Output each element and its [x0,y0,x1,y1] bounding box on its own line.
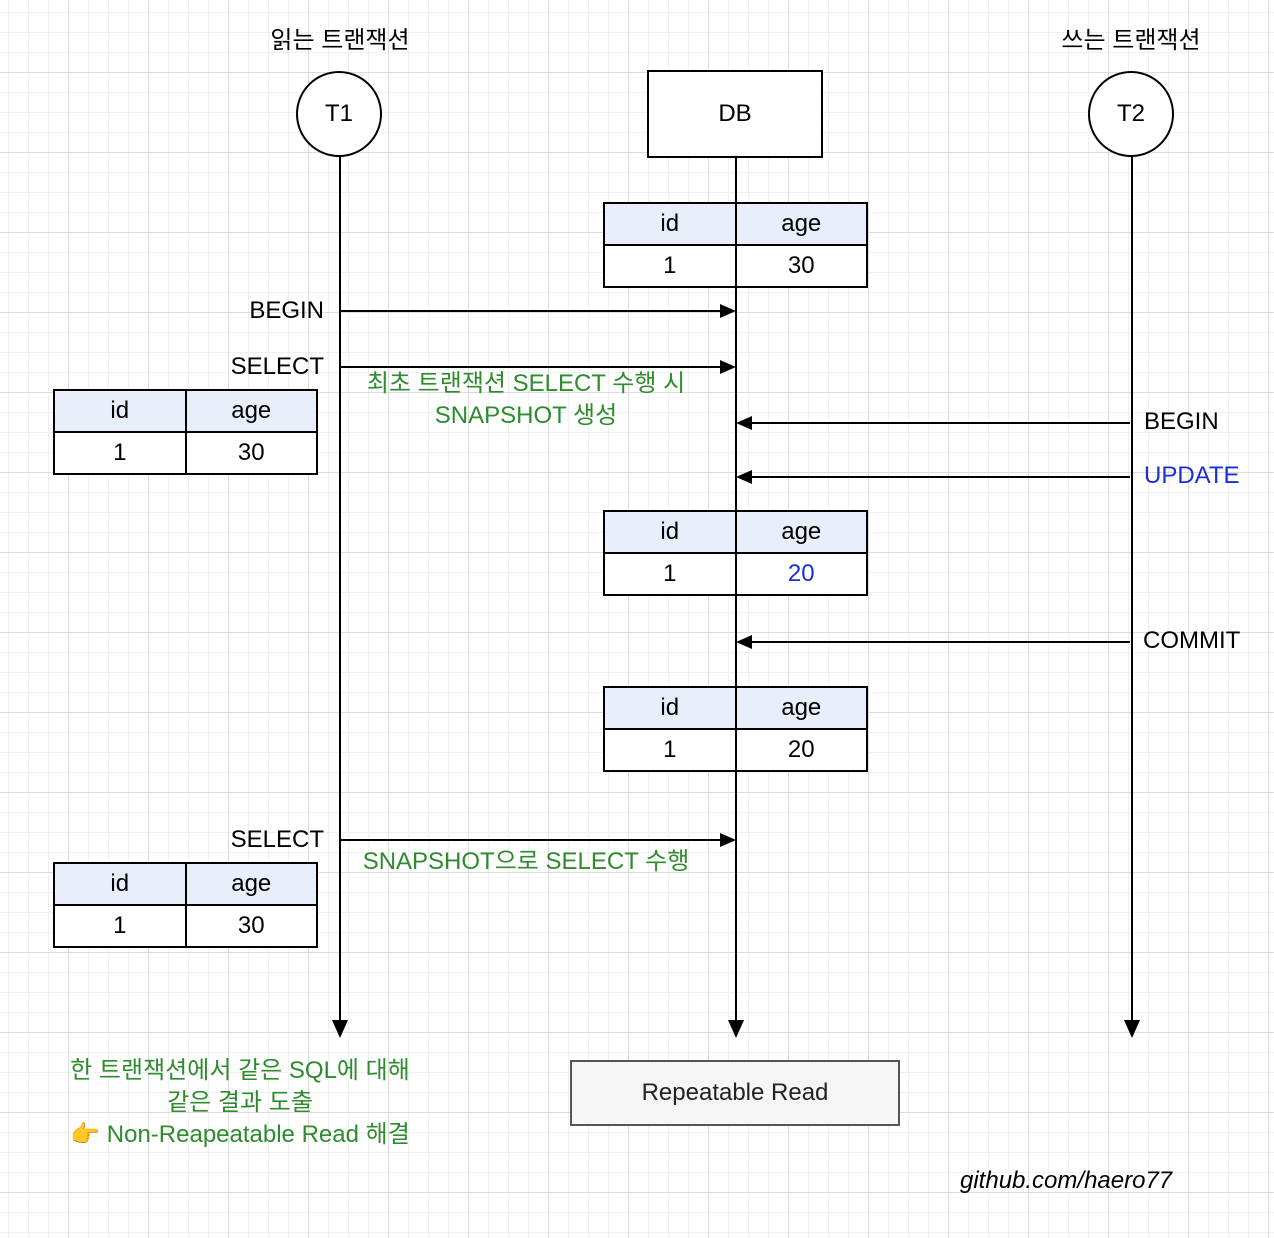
db-node-label: DB [718,100,752,127]
isolation-level-box: Repeatable Read [570,1060,900,1126]
t1-begin-arrow [340,310,721,312]
t1-begin-arrowhead [720,304,736,318]
db-after-commit-age: 20 [734,728,868,772]
t1-result2-age: 30 [184,904,318,948]
db-after-update-header-age: age [734,510,868,554]
t1-node: T1 [296,71,382,157]
t1-lifeline [339,156,341,1026]
conclusion-note: 한 트랜잭션에서 같은 SQL에 대해 같은 결과 도출 👉 Non-Reape… [20,1055,460,1151]
t1-result1-id: 1 [53,431,187,475]
t1-select1-arrow [340,366,721,368]
t1-select2-label: SELECT [230,826,324,853]
t1-select2-arrowhead [720,833,736,847]
db-after-update-age: 20 [734,552,868,596]
snapshot-select-note: SNAPSHOT으로 SELECT 수행 [362,848,690,875]
t2-update-arrow [750,476,1130,478]
t1-result2-id: 1 [53,904,187,948]
conclusion-line3: 👉 Non-Reapeatable Read 해결 [70,1121,410,1148]
t2-title: 쓰는 트랜잭션 [1061,27,1201,54]
t1-node-label: T1 [324,100,353,127]
db-after-update-header-id: id [603,510,737,554]
snapshot-create-note-line1: 최초 트랜잭션 SELECT 수행 시 [366,370,686,397]
t2-begin-label: BEGIN [1144,408,1219,435]
t1-title: 읽는 트랜잭션 [270,27,410,54]
t1-result1-header-age: age [184,389,318,433]
db-after-update-id: 1 [603,552,737,596]
t1-begin-label: BEGIN [249,297,324,324]
snapshot-create-note: 최초 트랜잭션 SELECT 수행 시 SNAPSHOT 생성 [340,368,712,432]
db-after-commit-id: 1 [603,728,737,772]
db-after-commit-header-id: id [603,686,737,730]
db-initial-age: 30 [734,244,868,288]
t1-result1-age: 30 [184,431,318,475]
credit-text: github.com/haero77 [960,1167,1173,1194]
db-lifeline-arrowhead [728,1020,744,1038]
db-node: DB [647,70,823,158]
t1-select1-arrowhead [720,360,736,374]
snapshot-create-note-line2: SNAPSHOT 생성 [434,402,618,429]
t2-lifeline [1131,156,1133,1026]
db-initial-header-id: id [603,202,737,246]
t1-result2-header-id: id [53,862,187,906]
conclusion-line1: 한 트랜잭션에서 같은 SQL에 대해 [70,1057,410,1084]
t2-commit-label: COMMIT [1143,627,1241,654]
t1-select2-arrow [340,839,721,841]
t2-node-label: T2 [1116,100,1145,127]
t2-update-label: UPDATE [1144,462,1240,489]
db-after-commit-header-age: age [734,686,868,730]
t2-begin-arrow [750,422,1130,424]
t2-update-arrowhead [736,470,752,484]
db-initial-id: 1 [603,244,737,288]
t2-node: T2 [1088,71,1174,157]
t1-result2-header-age: age [184,862,318,906]
conclusion-line2: 같은 결과 도출 [167,1089,313,1116]
db-initial-header-age: age [734,202,868,246]
t2-begin-arrowhead [736,416,752,430]
t1-lifeline-arrowhead [332,1020,348,1038]
isolation-level-label: Repeatable Read [641,1079,829,1106]
t1-result1-header-id: id [53,389,187,433]
t1-select1-label: SELECT [230,353,324,380]
t2-commit-arrow [750,641,1130,643]
t2-lifeline-arrowhead [1124,1020,1140,1038]
t2-commit-arrowhead [736,635,752,649]
